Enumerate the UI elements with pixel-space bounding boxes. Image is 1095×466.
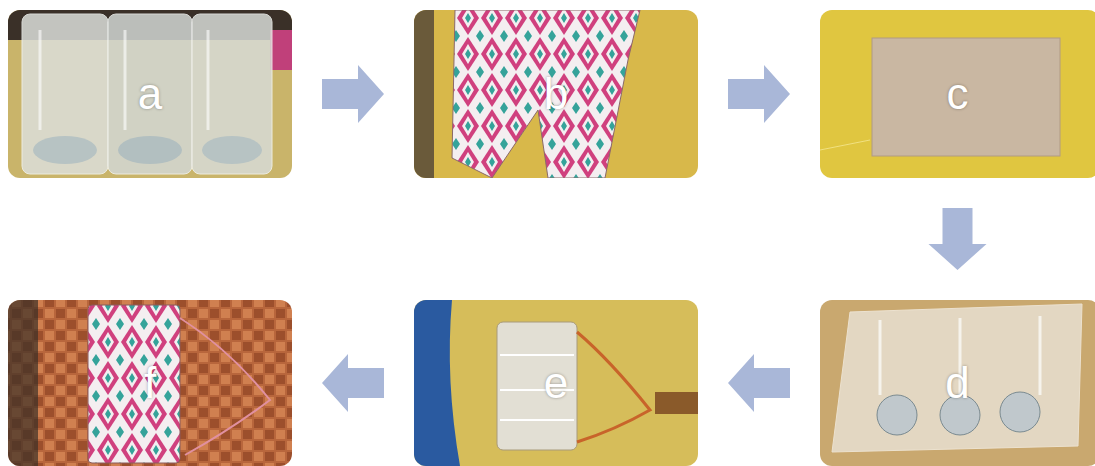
block-arrow — [322, 354, 384, 412]
block-arrow — [728, 65, 790, 123]
fabric-photo — [414, 10, 698, 178]
photo-panel: d — [820, 300, 1095, 466]
photo-panel: e — [414, 300, 698, 466]
step-letter: c — [947, 72, 969, 116]
block-arrow — [728, 354, 790, 412]
photo-panel: b — [414, 10, 698, 178]
step-letter: f — [144, 361, 156, 405]
block-arrow — [929, 208, 987, 270]
step-letter: e — [544, 361, 568, 405]
cardboard-photo — [820, 10, 1095, 178]
photo-panel: c — [820, 10, 1095, 178]
step-letter: d — [945, 361, 969, 405]
bottle-holder-photo — [820, 300, 1095, 466]
finished-bag-photo — [8, 300, 292, 466]
step-letter: a — [138, 72, 162, 116]
block-arrow — [322, 65, 384, 123]
bottles-photo — [8, 10, 292, 178]
step-letter: b — [544, 72, 568, 116]
pouch-photo — [414, 300, 698, 466]
photo-panel: a — [8, 10, 292, 178]
photo-panel: f — [8, 300, 292, 466]
